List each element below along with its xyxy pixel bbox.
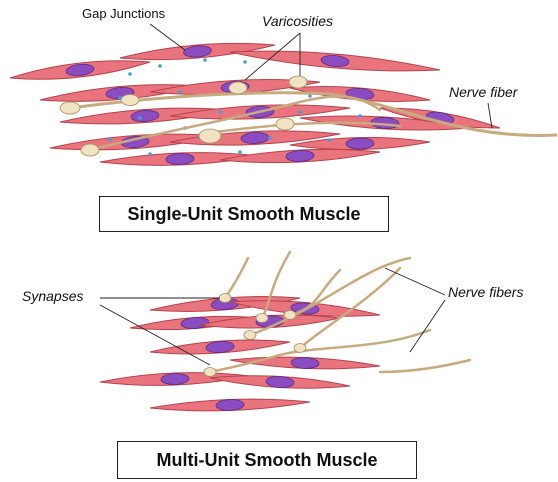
nucleus	[205, 341, 235, 353]
gap-junction-dot	[218, 110, 222, 114]
varicosity	[275, 117, 295, 131]
nucleus	[290, 357, 320, 369]
gap-junction-dot	[268, 136, 272, 140]
nerve-fibers-leader-1	[384, 267, 446, 296]
synapses-group	[203, 293, 307, 377]
muscle-cell	[149, 339, 291, 355]
nucleus	[320, 54, 350, 68]
varicosities-group	[59, 75, 308, 157]
gap-junction-dot	[203, 58, 207, 62]
nerve-fibers-label: Nerve fibers	[448, 284, 524, 300]
synapses-leader-2	[99, 304, 211, 366]
varicosities-leader-1	[244, 32, 301, 81]
multi-unit-muscle-cells	[99, 296, 381, 412]
nerve-fiber	[223, 256, 250, 300]
gap-junction-dot	[308, 94, 312, 98]
single-unit-title: Single-Unit Smooth Muscle	[99, 196, 389, 232]
varicosity	[198, 128, 222, 144]
nucleus	[265, 376, 295, 388]
gap-junction-dots	[108, 58, 362, 156]
gap-junction-dot	[108, 138, 112, 142]
muscle-cell	[9, 60, 151, 80]
nucleus	[345, 137, 375, 150]
muscle-cell	[99, 152, 261, 166]
gap-junction-dot	[358, 114, 362, 118]
gap-junction-dot	[243, 60, 247, 64]
leader-lines	[99, 23, 493, 366]
nerve-fiber-main	[68, 91, 558, 137]
synapse	[243, 330, 257, 340]
nucleus	[160, 373, 190, 385]
synapse	[293, 343, 307, 353]
nerve-fiber-branch	[88, 95, 382, 152]
multi-unit-title: Multi-Unit Smooth Muscle	[117, 441, 417, 479]
nucleus	[183, 45, 212, 58]
muscle-cell	[219, 148, 381, 164]
nerve-fiber	[208, 328, 432, 374]
gap-junction-dot	[328, 138, 332, 142]
synapses-label: Synapses	[22, 288, 84, 304]
gap-junction-dot	[158, 64, 162, 68]
synapse	[203, 367, 217, 377]
muscle-cell	[229, 50, 441, 72]
synapse	[283, 310, 297, 320]
nerve-fiber-label: Nerve fiber	[449, 84, 518, 100]
nucleus	[165, 153, 195, 165]
gap-junction-dot	[178, 90, 182, 94]
nerve-fiber	[378, 358, 472, 374]
muscle-cell	[209, 375, 351, 389]
varicosity	[288, 75, 308, 89]
multi-unit-nerve-fibers	[208, 250, 472, 374]
nerve-fiber-branch	[198, 121, 402, 136]
gap-junctions-label: Gap Junctions	[82, 6, 166, 21]
muscle-cell	[119, 42, 276, 61]
gap-junctions-leader	[149, 23, 186, 51]
nerve-fiber	[248, 256, 412, 337]
gap-junction-dot	[138, 116, 142, 120]
nerve-fiber-leader	[487, 102, 493, 129]
nucleus	[180, 317, 210, 329]
varicosity	[80, 143, 100, 157]
nucleus	[65, 63, 95, 77]
varicosity	[120, 94, 140, 106]
muscle-cell	[149, 398, 311, 412]
nucleus	[215, 399, 245, 411]
synapse	[255, 313, 269, 323]
nucleus	[130, 110, 160, 122]
varicosities-label: Varicosities	[262, 13, 334, 29]
nerve-fiber	[298, 266, 402, 350]
nerve-fibers-leader-2	[409, 299, 446, 353]
nucleus	[285, 150, 315, 162]
gap-junction-dot	[148, 152, 152, 156]
synapse	[218, 293, 232, 303]
varicosity	[59, 101, 81, 115]
gap-junction-dot	[298, 110, 302, 114]
single-unit-nerve-fibers	[68, 91, 558, 152]
gap-junction-dot	[128, 72, 132, 76]
varicosity	[228, 81, 248, 95]
gap-junction-dot	[238, 150, 242, 154]
